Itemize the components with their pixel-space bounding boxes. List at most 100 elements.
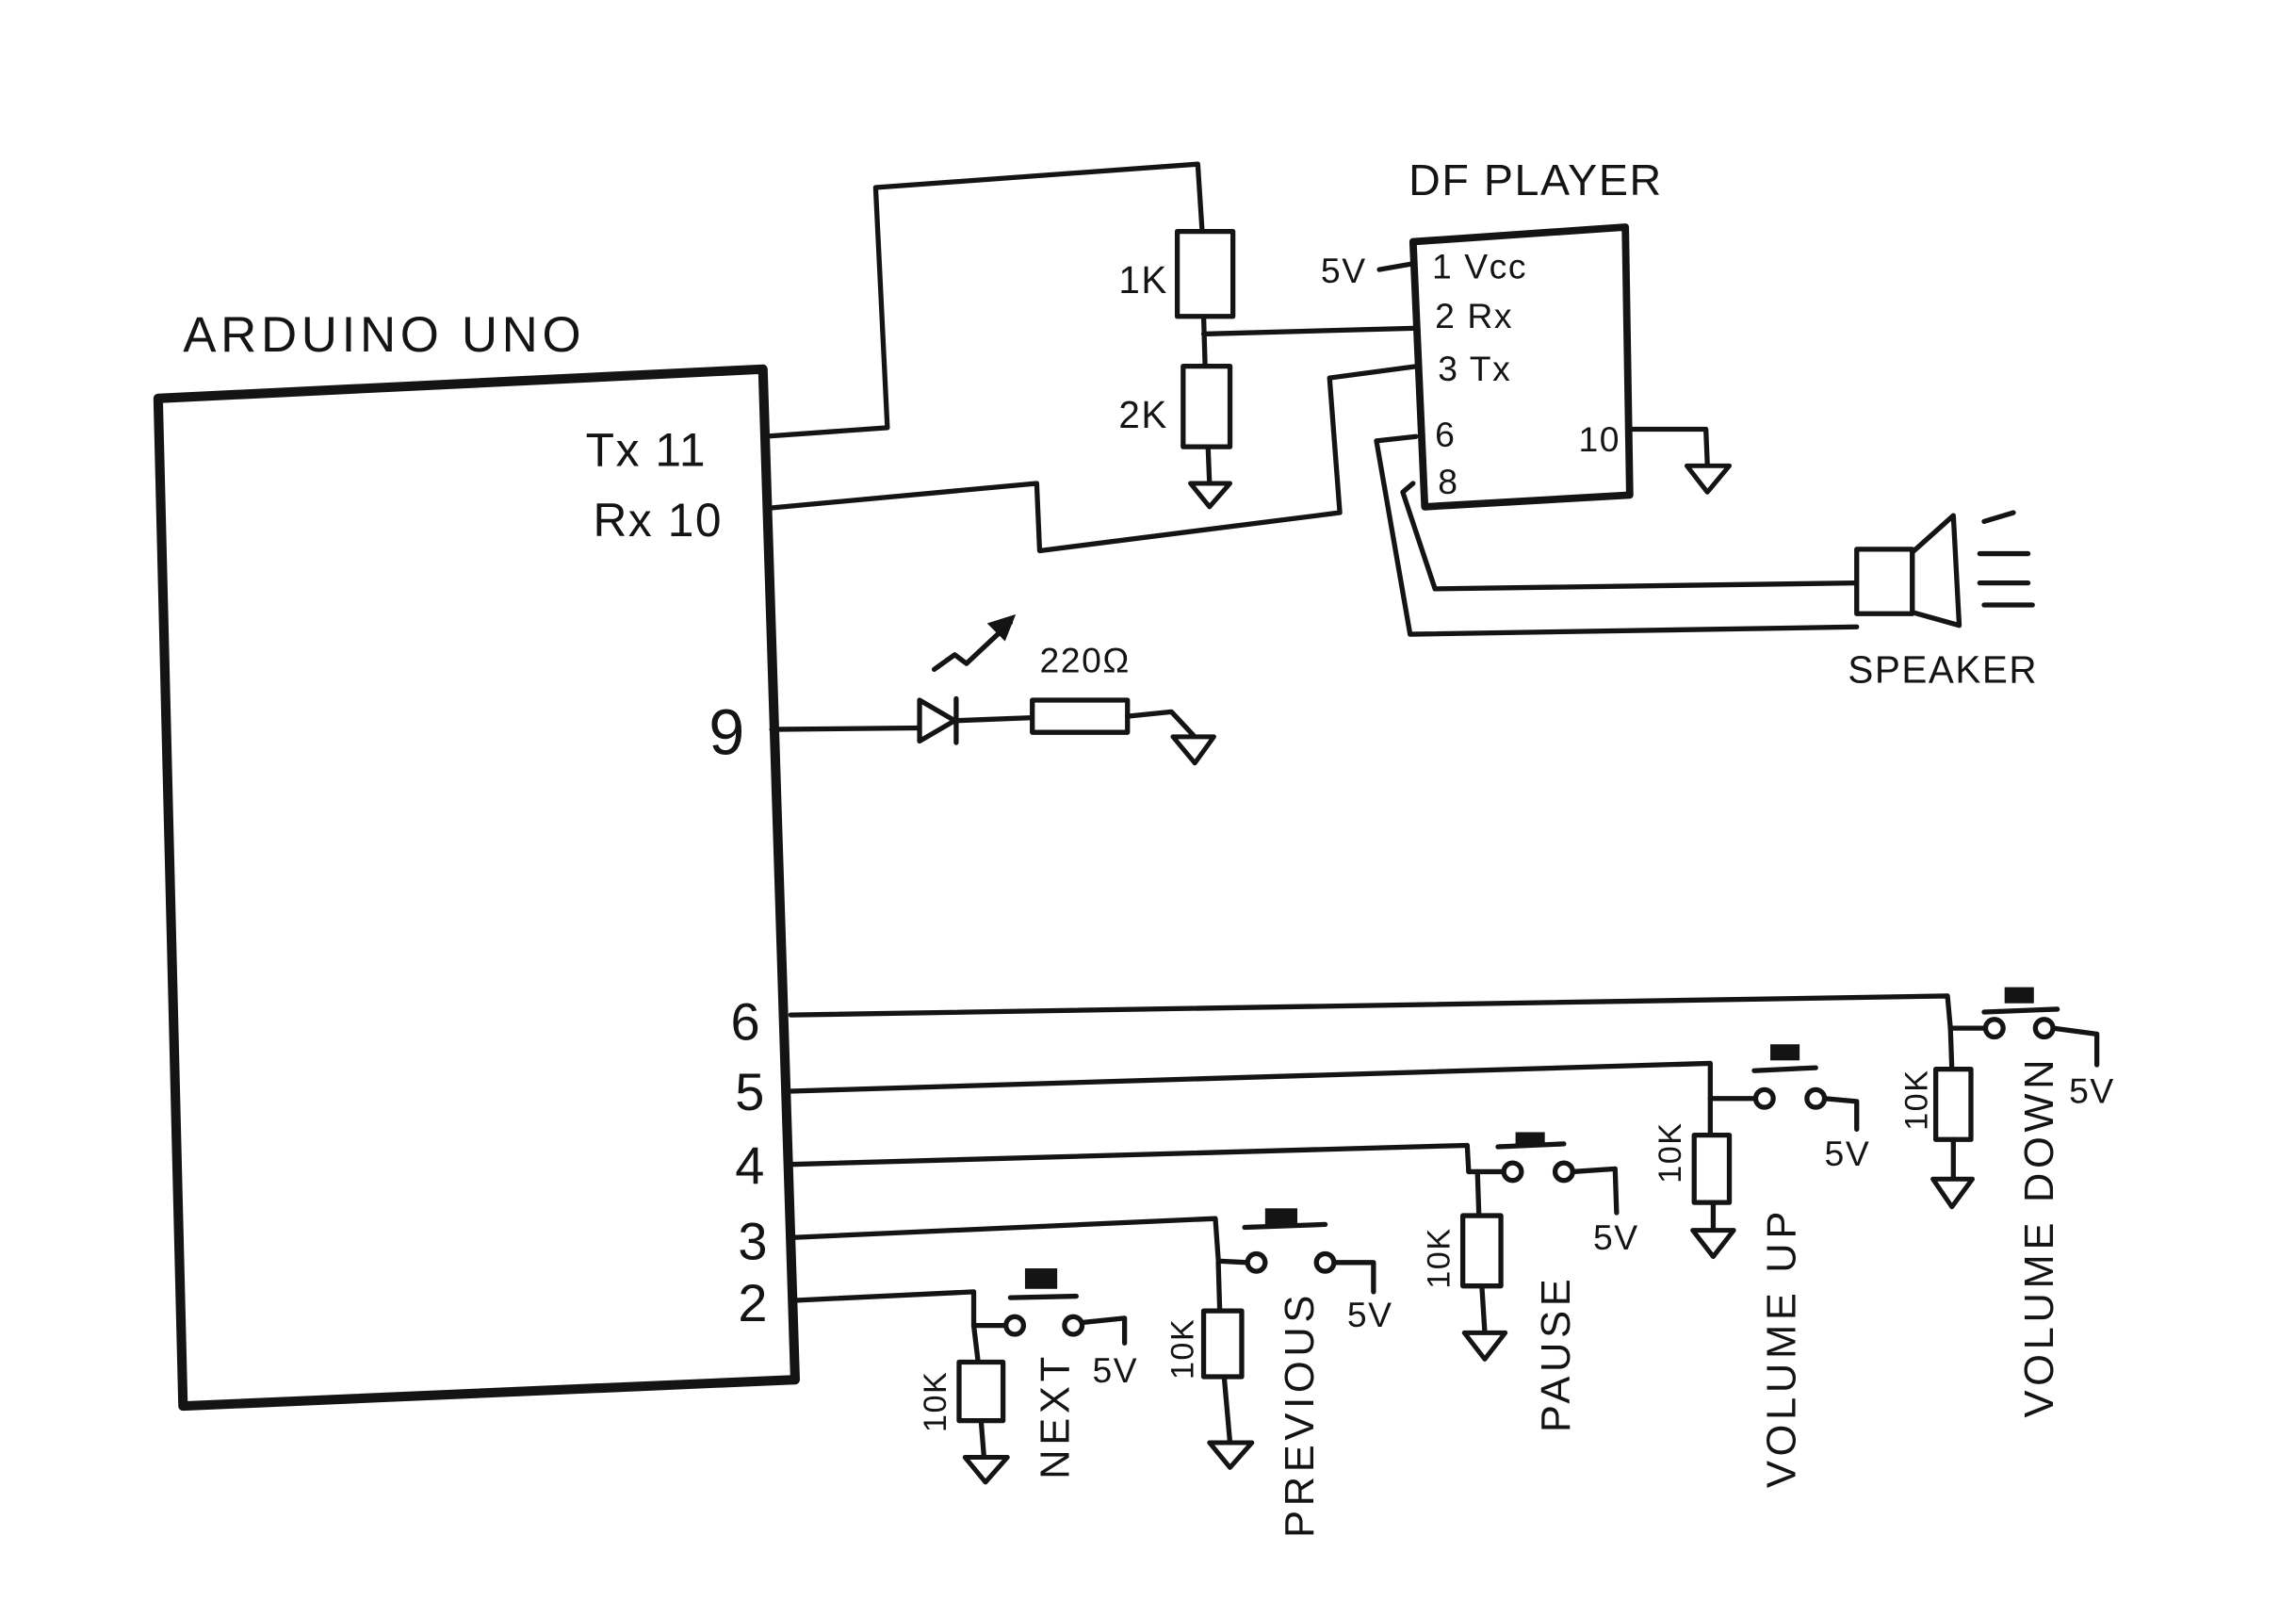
pin-label-tx: Tx 11 bbox=[586, 423, 707, 476]
resistor-1k bbox=[1174, 228, 1236, 319]
wire-pulldown bbox=[1474, 1168, 1482, 1218]
switch-lead-5v bbox=[1570, 1166, 1620, 1216]
df-pin-8: 8 bbox=[1438, 462, 1458, 501]
ground-symbol bbox=[1188, 481, 1233, 510]
switch-contact bbox=[1804, 1086, 1828, 1110]
sound-wave-line bbox=[1981, 510, 2016, 525]
resistor-1k-label: 1K bbox=[1118, 258, 1168, 302]
wire-df-pin10-ground bbox=[1625, 426, 1710, 467]
switch-contact bbox=[1245, 1250, 1268, 1274]
led-light-arrow bbox=[931, 619, 1014, 672]
switch-lead-5v bbox=[2050, 1025, 2100, 1068]
wire-tx11 bbox=[760, 161, 1205, 439]
switch-actuator bbox=[1751, 1065, 1818, 1073]
supply-label: 5V bbox=[1825, 1134, 1871, 1173]
df-player-body bbox=[1409, 223, 1634, 511]
ground-symbol bbox=[1690, 1228, 1736, 1260]
resistor-10k bbox=[1460, 1213, 1504, 1289]
switch-cap bbox=[1024, 1268, 1058, 1289]
switch-lead-5v bbox=[1331, 1260, 1376, 1295]
supply-label: 5V bbox=[2069, 1070, 2115, 1110]
wire-pulldown bbox=[970, 1322, 981, 1365]
pin-label-5: 5 bbox=[735, 1062, 766, 1121]
pin-label-rx: Rx 10 bbox=[593, 494, 723, 547]
wire-ground bbox=[1479, 1283, 1488, 1336]
switch-contact bbox=[1552, 1160, 1575, 1184]
wire-speaker-pin8 bbox=[1400, 481, 1860, 592]
voltage-divider: 1K 2K bbox=[760, 161, 1421, 554]
resistor-10k-label: 10K bbox=[1653, 1121, 1688, 1184]
df-pin-10: 10 bbox=[1578, 419, 1620, 459]
switch-contact bbox=[1062, 1314, 1085, 1337]
resistor-220 bbox=[1030, 697, 1131, 735]
switch-contact bbox=[2032, 1017, 2056, 1040]
switch-lead-5v bbox=[1821, 1096, 1860, 1133]
button-next: 5V 10K NEXT bbox=[788, 1268, 1138, 1485]
arduino-title: ARDUINO UNO bbox=[183, 307, 585, 363]
resistor-10k-label: 10K bbox=[1165, 1318, 1201, 1380]
switch-cap bbox=[2004, 987, 2034, 1004]
wire-pulldown bbox=[1215, 1260, 1223, 1314]
button-volume-up: 5V 10K VOLUME UP bbox=[788, 1044, 1871, 1488]
resistor-2k bbox=[1181, 363, 1233, 449]
switch-contact bbox=[1501, 1160, 1524, 1184]
df-supply-label: 5V bbox=[1321, 251, 1367, 290]
speaker-label: SPEAKER bbox=[1848, 647, 2038, 691]
ground-symbol bbox=[1207, 1440, 1255, 1470]
pin-label-2: 2 bbox=[738, 1273, 769, 1332]
ground-symbol bbox=[1461, 1330, 1508, 1362]
button-label: VOLUME DOWN bbox=[2017, 1055, 2062, 1418]
switch-contact bbox=[1982, 1017, 2006, 1040]
wire-df-vcc bbox=[1376, 261, 1416, 272]
speaker: SPEAKER bbox=[1374, 433, 2038, 691]
switch-lead bbox=[1215, 1258, 1250, 1266]
led-circuit: 220Ω bbox=[769, 613, 1216, 766]
df-pin-vcc: 1 Vcc bbox=[1432, 246, 1527, 286]
wire-pin6 bbox=[788, 993, 1953, 1031]
df-pin-tx: 3 Tx bbox=[1438, 349, 1511, 388]
wire-pin2 bbox=[788, 1289, 977, 1329]
resistor-10k-label: 10K bbox=[918, 1371, 953, 1433]
supply-label: 5V bbox=[1593, 1217, 1639, 1257]
pin-label-4: 4 bbox=[735, 1135, 766, 1195]
ground-symbol bbox=[1170, 734, 1216, 766]
arrow-head-icon bbox=[986, 613, 1017, 642]
switch-cap bbox=[1770, 1044, 1800, 1061]
wire-divider-mid bbox=[1200, 314, 1208, 369]
switch-contact bbox=[1003, 1314, 1027, 1337]
wire-speaker-pin6 bbox=[1374, 433, 1860, 637]
df-player-title: DF PLAYER bbox=[1409, 155, 1663, 204]
ground-symbol bbox=[1684, 463, 1733, 495]
speaker-magnet bbox=[1854, 547, 1915, 616]
wire-ground bbox=[978, 1418, 987, 1461]
df-player: DF PLAYER 5V 1 Vcc 2 Rx 3 Tx 6 8 10 bbox=[1321, 155, 1733, 511]
pin-label-6: 6 bbox=[731, 992, 762, 1052]
button-label: VOLUME UP bbox=[1759, 1207, 1804, 1488]
wire-divider-to-df-rx bbox=[1200, 325, 1421, 337]
wire-2k-ground bbox=[1205, 444, 1213, 486]
speaker-cone bbox=[1910, 513, 1962, 629]
led-diode bbox=[917, 697, 957, 744]
supply-label: 5V bbox=[1092, 1350, 1138, 1390]
wire-led-ground bbox=[1125, 709, 1197, 738]
resistor-10k bbox=[956, 1359, 1006, 1424]
pin-label-3: 3 bbox=[738, 1212, 769, 1271]
switch-actuator bbox=[1981, 1006, 2060, 1015]
switch-actuator bbox=[1242, 1221, 1328, 1231]
resistor-220-label: 220Ω bbox=[1039, 640, 1130, 679]
resistor-10k-label: 10K bbox=[1898, 1069, 1934, 1131]
wire-led-resistor bbox=[953, 714, 1035, 724]
switch-actuator bbox=[1007, 1293, 1079, 1300]
wire-rx10 bbox=[764, 363, 1421, 554]
resistor-2k-label: 2K bbox=[1118, 393, 1168, 436]
resistor-10k-label: 10K bbox=[1422, 1227, 1457, 1289]
supply-label: 5V bbox=[1347, 1295, 1393, 1334]
wire-pulldown bbox=[1947, 1025, 1955, 1072]
switch-cap bbox=[1264, 1208, 1298, 1225]
wire-pin3 bbox=[788, 1216, 1221, 1263]
wire-pin4 bbox=[788, 1142, 1472, 1175]
button-volume-down: 5V 10K VOLUME DOWN bbox=[788, 987, 2115, 1418]
ground-symbol bbox=[962, 1455, 1010, 1485]
arduino-uno: ARDUINO UNO Tx 11 Rx 10 9 6 5 4 3 2 bbox=[153, 307, 800, 1412]
